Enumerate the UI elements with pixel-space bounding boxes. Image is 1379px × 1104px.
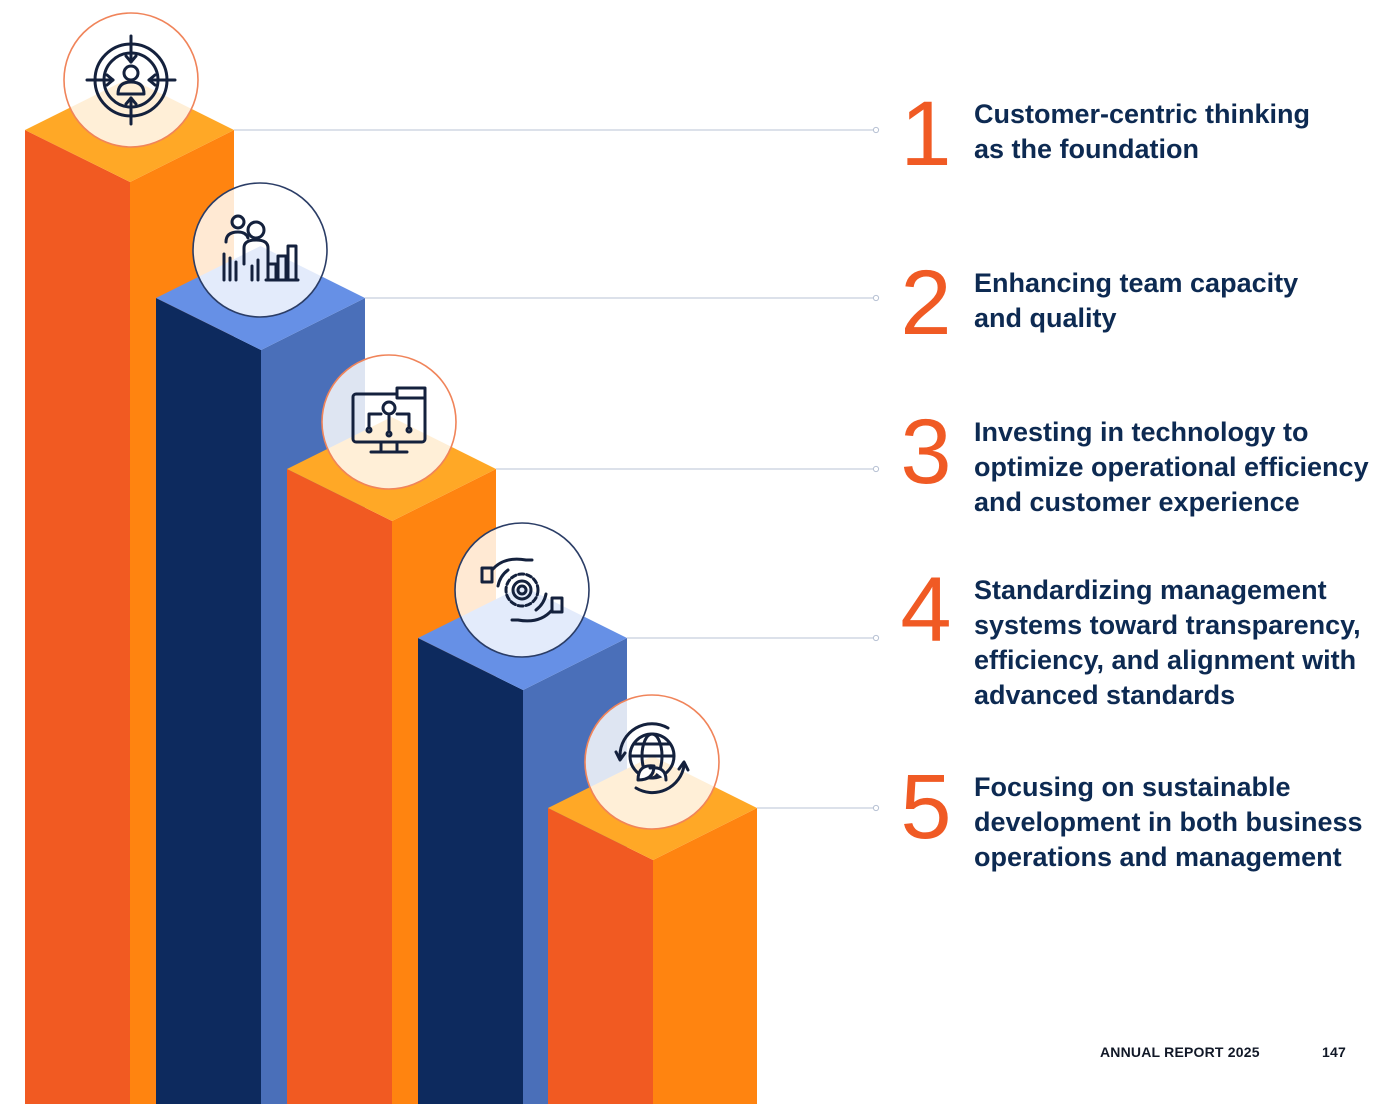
description-line: systems toward transparency, [974, 610, 1361, 640]
description-line: Focusing on sustainable [974, 772, 1291, 802]
team-growth-icon [192, 182, 328, 318]
connector-dot [872, 126, 880, 134]
connector-dot [872, 804, 880, 812]
step-front-face [287, 469, 392, 1104]
step-front-face [418, 638, 523, 1104]
step-front-face [25, 130, 130, 1104]
page-footer: ANNUAL REPORT 2025 147 [1100, 1044, 1360, 1060]
description-line: Investing in technology to [974, 417, 1309, 447]
customer-target-icon [63, 12, 199, 148]
globe-leaf-icon [584, 694, 720, 830]
description-line: development in both business [974, 807, 1363, 837]
description-line: operations and management [974, 842, 1342, 872]
step-side-face [653, 808, 757, 1104]
step-description: Investing in technology to optimize opera… [974, 415, 1374, 520]
step-description: Enhancing team capacity and quality [974, 266, 1374, 336]
step-front-face [548, 808, 653, 1104]
step-number: 4 [900, 559, 951, 661]
description-line: as the foundation [974, 134, 1199, 164]
gear-hands-icon [454, 522, 590, 658]
step-description: Focusing on sustainable development in bo… [974, 770, 1374, 875]
step-description: Customer-centric thinking as the foundati… [974, 97, 1374, 167]
description-line: Enhancing team capacity [974, 268, 1299, 298]
step-number: 5 [900, 756, 951, 858]
step-number: 3 [900, 401, 951, 503]
page-number: 147 [1322, 1044, 1346, 1060]
description-line: Standardizing management [974, 575, 1327, 605]
step-number: 2 [900, 252, 951, 354]
step-description: Standardizing management systems toward t… [974, 573, 1374, 713]
description-line: and customer experience [974, 487, 1300, 517]
report-label: ANNUAL REPORT 2025 [1100, 1044, 1260, 1060]
connector-dot [872, 294, 880, 302]
description-line: advanced standards [974, 680, 1236, 710]
tech-monitor-icon [321, 354, 457, 490]
description-line: optimize operational efficiency [974, 452, 1369, 482]
connector-dot [872, 634, 880, 642]
description-line: efficiency, and alignment with [974, 645, 1357, 675]
connector-dot [872, 465, 880, 473]
step-front-face [156, 298, 261, 1104]
description-line: and quality [974, 303, 1117, 333]
step-number: 1 [900, 83, 951, 185]
description-line: Customer-centric thinking [974, 99, 1311, 129]
